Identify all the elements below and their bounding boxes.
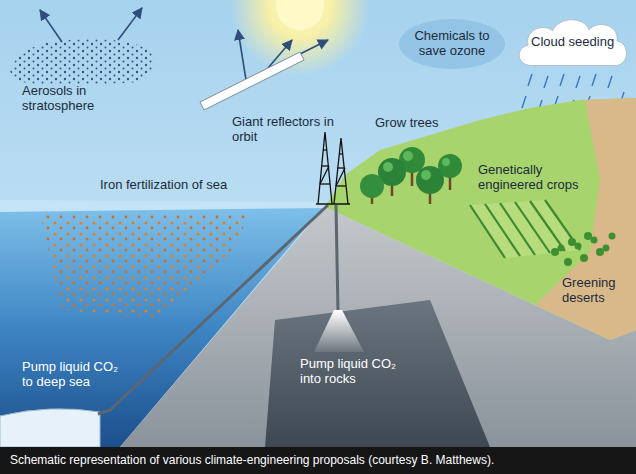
raindrop — [592, 74, 596, 86]
rock-cutaway — [265, 300, 490, 447]
plant — [558, 245, 565, 252]
ray-arrow — [40, 10, 62, 42]
proposal-label: Greening deserts — [562, 276, 630, 306]
derrick-brace — [339, 153, 343, 154]
crop-row — [470, 205, 505, 258]
tree-highlight — [403, 151, 413, 161]
derrick-brace — [336, 168, 345, 186]
crop-row — [530, 201, 565, 251]
derrick-brace — [320, 166, 329, 184]
crop-rows — [470, 200, 580, 258]
raindrop — [576, 76, 580, 88]
iron-particles — [40, 214, 250, 318]
raindrop — [528, 74, 532, 86]
trees — [360, 147, 462, 204]
orbital-reflector — [200, 52, 304, 110]
ray-arrow — [238, 30, 246, 80]
chemical-cloud: Chemicals to save ozone — [398, 18, 506, 70]
derrick-brace — [323, 149, 327, 150]
oil-derrick — [316, 132, 350, 204]
caption-bar — [0, 447, 636, 474]
node-label: Chemicals to save ozone — [409, 29, 495, 59]
derrick-base — [316, 203, 350, 204]
plant — [603, 245, 610, 252]
crop-row — [485, 204, 520, 256]
plant — [575, 243, 582, 250]
crop-field — [470, 200, 580, 258]
chemical-haze — [399, 19, 505, 69]
node-label: Cloud seeding — [531, 35, 614, 50]
derrick-brace — [321, 165, 329, 166]
crop-row — [515, 202, 550, 253]
proposal-label: Grow trees — [375, 116, 439, 131]
deep-sea-reservoir — [0, 409, 100, 447]
raindrop — [522, 96, 526, 108]
plant — [564, 258, 572, 266]
plant — [580, 254, 588, 262]
proposal-label: Iron fertilization of sea — [100, 178, 227, 193]
crop-row — [545, 200, 580, 250]
sun — [276, 0, 324, 30]
plant — [591, 237, 598, 244]
ray-arrow — [118, 8, 142, 40]
derrick-leg — [334, 138, 348, 204]
tree-crown — [360, 174, 384, 198]
derrick-brace — [320, 183, 330, 184]
pipe-to-sea — [98, 205, 328, 414]
cloud-outline — [519, 20, 626, 66]
co2-plume — [314, 310, 364, 352]
derrick-brace — [337, 167, 345, 168]
raindrop — [608, 76, 612, 88]
tree-highlight — [383, 162, 393, 172]
cloud-shape: Cloud seeding — [514, 14, 631, 70]
derrick-brace — [336, 185, 346, 186]
aerosol-particles — [10, 39, 154, 85]
proposal-label: Genetically engineered crops — [478, 163, 588, 193]
desert-plants — [551, 232, 616, 266]
tree-highlight — [442, 158, 450, 166]
proposal-label: Pump liquid CO₂ to deep sea — [22, 360, 130, 390]
raindrop — [544, 76, 548, 88]
raindrop — [560, 74, 564, 86]
tree-crown — [416, 166, 444, 194]
sun-glow — [230, 0, 370, 76]
sea-surface — [0, 200, 325, 212]
derrick-leg — [318, 132, 332, 204]
proposal-label: Pump liquid CO₂ into rocks — [300, 357, 408, 387]
proposal-label: Giant reflectors in orbit — [232, 115, 340, 145]
pipe-to-rocks — [336, 205, 338, 312]
crop-row — [500, 203, 535, 255]
plant — [609, 233, 616, 240]
land-surface — [325, 98, 636, 340]
proposal-label: Aerosols in stratosphere — [22, 84, 112, 114]
caption: Schematic representation of various clim… — [10, 453, 494, 467]
tree-highlight — [421, 170, 431, 180]
